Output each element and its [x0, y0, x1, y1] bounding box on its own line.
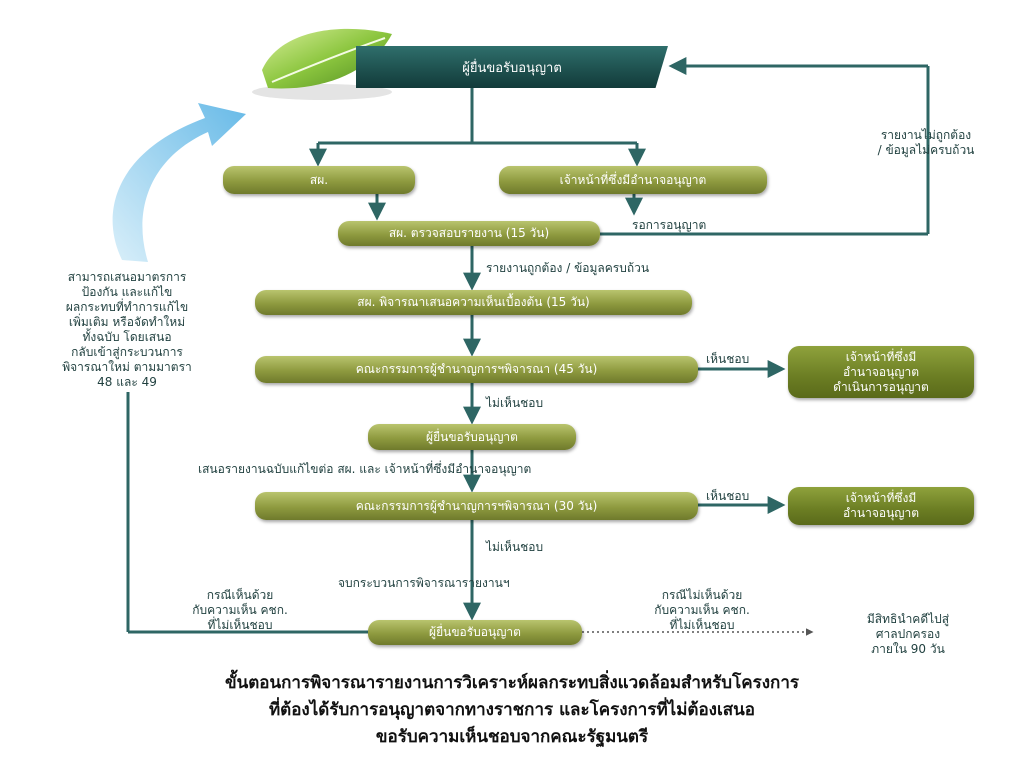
authority-proceed-line-3: ดำเนินการอนุญาต: [833, 379, 929, 394]
box-expert-45: คณะกรรมการผู้ชำนาญการฯพิจารณา (45 วัน): [255, 356, 698, 383]
side-note-line: 48 และ 49: [97, 375, 157, 389]
authority-proceed-line-1: เจ้าหน้าที่ซึ่งมี: [845, 349, 917, 364]
caption-line-1: ขั้นตอนการพิจารณารายงานการวิเคราะห์ผลกระ…: [225, 673, 799, 693]
side-note-line: สามารถเสนอมาตรการ: [67, 270, 187, 284]
label-disapprove-1: ไม่เห็นชอบ: [486, 396, 544, 410]
side-note-line: ผลกระทบที่ทำการแก้ไข: [65, 300, 189, 314]
side-note-line: ทั้งฉบับ โดยเสนอ: [82, 330, 172, 344]
blue-swoosh-arrow-icon: [112, 103, 246, 262]
side-note: สามารถเสนอมาตรการ ป้องกัน และแก้ไข ผลกระ…: [22, 270, 232, 390]
box-applicant-mid: ผู้ยื่นขอรับอนุญาต: [368, 424, 576, 450]
box-applicant-top: ผู้ยื่นขอรับอนุญาต: [356, 46, 668, 88]
authority-proceed-line-2: อำนาจอนุญาต: [842, 364, 920, 379]
box-expert-30: คณะกรรมการผู้ชำนาญการฯพิจารณา (30 วัน): [255, 492, 698, 520]
label-report-incorrect: รายงานไม่ถูกต้อง / ข้อมูลไม่ครบถ้วน: [846, 128, 1006, 158]
box-onep-prelim: สผ. พิจารณาเสนอความเห็นเบื้องต้น (15 วัน…: [255, 290, 692, 315]
label-court-line-1: มีสิทธินำคดีไปสู่: [866, 612, 950, 626]
label-court-line-3: ภายใน 90 วัน: [871, 642, 945, 656]
box-applicant-bottom: ผู้ยื่นขอรับอนุญาต: [368, 620, 582, 645]
authority-final-line-2: อำนาจอนุญาต: [842, 506, 920, 520]
label-disagree: กรณีไม่เห็นด้วย กับความเห็น คชก. ที่ไม่เ…: [612, 588, 792, 633]
side-note-line: กลับเข้าสู่กระบวนการ: [71, 345, 183, 359]
label-disapprove-2: ไม่เห็นชอบ: [486, 540, 544, 554]
side-note-line: เพิ่มเติม หรือจัดทำใหม่: [68, 315, 186, 329]
label-court: มีสิทธินำคดีไปสู่ ศาลปกครอง ภายใน 90 วัน: [818, 612, 998, 657]
box-authority-final: เจ้าหน้าที่ซึ่งมี อำนาจอนุญาต: [788, 487, 974, 525]
label-agree-line-2: กับความเห็น คชก.: [192, 603, 288, 617]
box-authority-proceed: เจ้าหน้าที่ซึ่งมี อำนาจอนุญาต ดำเนินการอ…: [788, 346, 974, 398]
box-onep: สผ.: [223, 166, 415, 194]
label-approve-2: เห็นชอบ: [706, 489, 750, 503]
label-incorrect-line-2: / ข้อมูลไม่ครบถ้วน: [877, 143, 975, 157]
side-note-line: ป้องกัน และแก้ไข: [81, 285, 173, 299]
authority-final-line-1: เจ้าหน้าที่ซึ่งมี: [845, 491, 917, 505]
label-report-correct: รายงานถูกต้อง / ข้อมูลครบถ้วน: [486, 261, 650, 275]
label-court-line-2: ศาลปกครอง: [875, 627, 941, 641]
label-agree: กรณีเห็นด้วย กับความเห็น คชก. ที่ไม่เห็น…: [150, 588, 330, 633]
label-disagree-line-1: กรณีไม่เห็นด้วย: [661, 588, 743, 602]
label-end-process: จบกระบวนการพิจารณารายงานฯ: [338, 576, 510, 590]
side-note-line: พิจารณาใหม่ ตามมาตรา: [62, 360, 192, 374]
label-disagree-line-2: กับความเห็น คชก.: [654, 603, 750, 617]
label-approve-1: เห็นชอบ: [706, 352, 750, 366]
leaf-icon: [252, 28, 392, 100]
box-authority: เจ้าหน้าที่ซึ่งมีอำนาจอนุญาต: [499, 166, 767, 194]
caption-line-3: ขอรับความเห็นชอบจากคณะรัฐมนตรี: [375, 727, 649, 747]
label-agree-line-3: ที่ไม่เห็นชอบ: [207, 618, 273, 632]
figure-caption: ขั้นตอนการพิจารณารายงานการวิเคราะห์ผลกระ…: [0, 670, 1024, 751]
label-disagree-line-3: ที่ไม่เห็นชอบ: [669, 618, 735, 632]
caption-line-2: ที่ต้องได้รับการอนุญาตจากทางราชการ และโค…: [268, 700, 756, 720]
box-onep-check: สผ. ตรวจสอบรายงาน (15 วัน): [338, 221, 600, 246]
label-agree-line-1: กรณีเห็นด้วย: [206, 588, 274, 602]
label-await-permit: รอการอนุญาต: [632, 218, 707, 232]
label-incorrect-line-1: รายงานไม่ถูกต้อง: [880, 128, 972, 142]
label-resubmit: เสนอรายงานฉบับแก้ไขต่อ สผ. และ เจ้าหน้าท…: [198, 462, 532, 476]
